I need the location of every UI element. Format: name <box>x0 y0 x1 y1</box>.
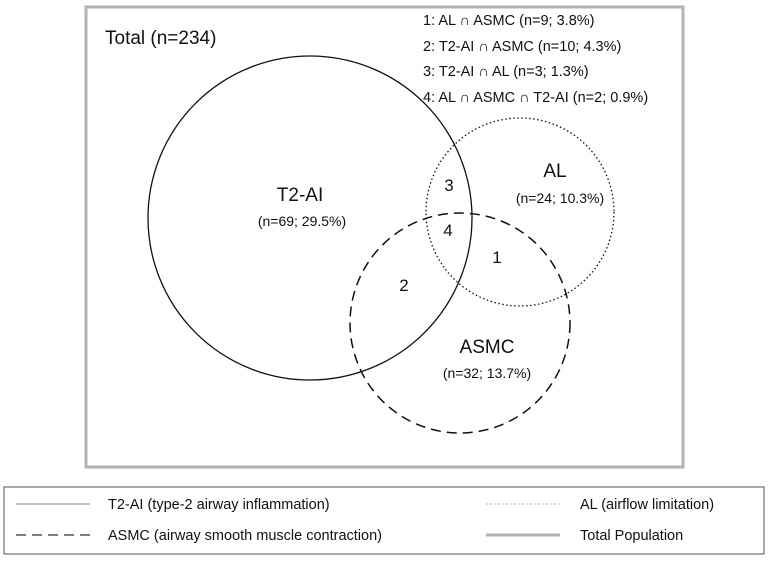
legend-asmc-label: ASMC (airway smooth muscle contraction) <box>108 528 382 544</box>
region-3-label: 3 <box>444 176 453 195</box>
total-population-frame <box>84 5 685 469</box>
t2ai-circle <box>147 55 473 381</box>
asmc-count: (n=32; 13.7%) <box>443 365 531 381</box>
legend-total-label: Total Population <box>580 528 683 544</box>
region-4-label: 4 <box>443 221 452 240</box>
total-label: Total (n=234) <box>105 28 216 49</box>
region-2-label: 2 <box>399 276 408 295</box>
note-1: 1: AL ∩ ASMC (n=9; 3.8%) <box>423 13 594 29</box>
t2ai-count: (n=69; 29.5%) <box>258 213 346 229</box>
asmc-circle <box>349 212 571 434</box>
note-2: 2: T2-AI ∩ ASMC (n=10; 4.3%) <box>423 39 621 55</box>
al-name: AL <box>543 161 566 182</box>
note-4: 4: AL ∩ ASMC ∩ T2-AI (n=2; 0.9%) <box>423 90 648 106</box>
note-3: 3: T2-AI ∩ AL (n=3; 1.3%) <box>423 64 589 80</box>
asmc-name: ASMC <box>460 337 515 358</box>
legend: T2-AI (type-2 airway inflammation) AL (a… <box>3 486 765 555</box>
legend-al-label: AL (airflow limitation) <box>580 497 714 513</box>
al-count: (n=24; 10.3%) <box>516 190 604 206</box>
region-1-label: 1 <box>492 248 501 267</box>
legend-t2ai-label: T2-AI (type-2 airway inflammation) <box>108 497 330 513</box>
t2ai-name: T2-AI <box>277 185 323 206</box>
legend-box <box>3 486 765 555</box>
al-circle <box>425 117 615 307</box>
